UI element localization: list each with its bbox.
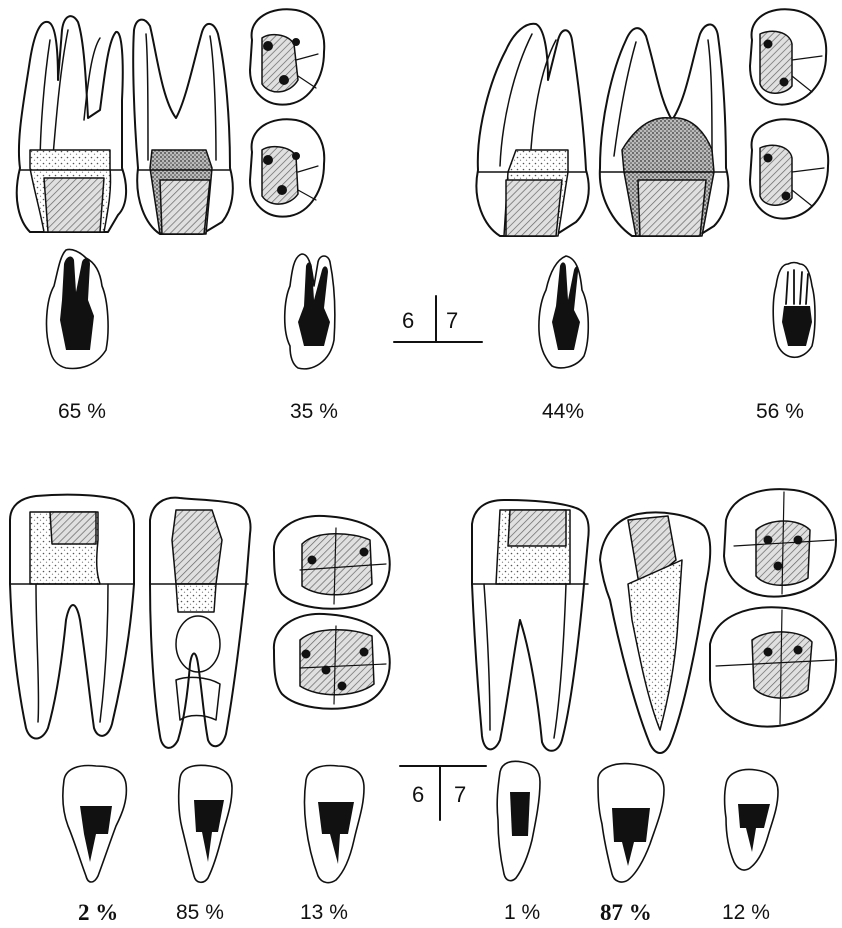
lower-molar-7-occlusal-top (724, 489, 836, 596)
lower-molar-7-section-a (472, 500, 589, 751)
upper-percentage-2: 35 % (290, 400, 338, 424)
upper-molar-6-section-b (133, 20, 233, 234)
lower-molar-6-occlusal-top (274, 516, 390, 609)
lower-molar-7-section-b (600, 513, 710, 754)
upper-molar-6-occlusal-bottom (250, 119, 324, 216)
upper-tooth-small-4 (773, 263, 815, 358)
lower-percentage-5: 87 % (600, 900, 652, 926)
upper-quadrant-tooth-7: 7 (446, 308, 458, 334)
upper-quadrant-tooth-6: 6 (402, 308, 414, 334)
lower-percentage-6: 12 % (722, 901, 770, 925)
upper-molar-6-occlusal-top (250, 9, 324, 104)
lower-tooth-small-3 (305, 766, 365, 883)
lower-molar-7-occlusal-bottom (710, 607, 836, 726)
upper-molar-6-section-a (17, 16, 126, 232)
lower-percentage-3: 13 % (300, 901, 348, 925)
lower-tooth-small-1 (63, 766, 127, 882)
upper-molar-7-occlusal-bottom (750, 119, 828, 218)
upper-percentage-4: 56 % (756, 400, 804, 424)
lower-tooth-small-2 (179, 765, 232, 882)
lower-molar-6-occlusal-bottom (274, 614, 390, 709)
upper-molar-7-occlusal-top (750, 9, 826, 104)
lower-molar-6-section-a (10, 495, 134, 739)
lower-molar-6-section-b (150, 498, 250, 748)
upper-tooth-small-1 (47, 249, 109, 368)
lower-quadrant-tooth-7: 7 (454, 782, 466, 808)
upper-percentage-1: 65 % (58, 400, 106, 424)
upper-tooth-small-2 (285, 254, 335, 369)
lower-percentage-4: 1 % (504, 901, 540, 925)
upper-percentage-3: 44% (542, 400, 584, 424)
lower-percentage-1: 2 % (78, 900, 118, 926)
lower-tooth-small-5 (598, 764, 664, 882)
lower-quadrant-tooth-6: 6 (412, 782, 424, 808)
upper-molar-7-section-a (476, 24, 588, 236)
lower-percentage-2: 85 % (176, 901, 224, 925)
lower-tooth-small-6 (725, 770, 779, 870)
lower-tooth-small-4 (497, 761, 540, 880)
upper-molar-7-section-b (600, 24, 729, 236)
upper-tooth-small-3 (539, 256, 588, 368)
